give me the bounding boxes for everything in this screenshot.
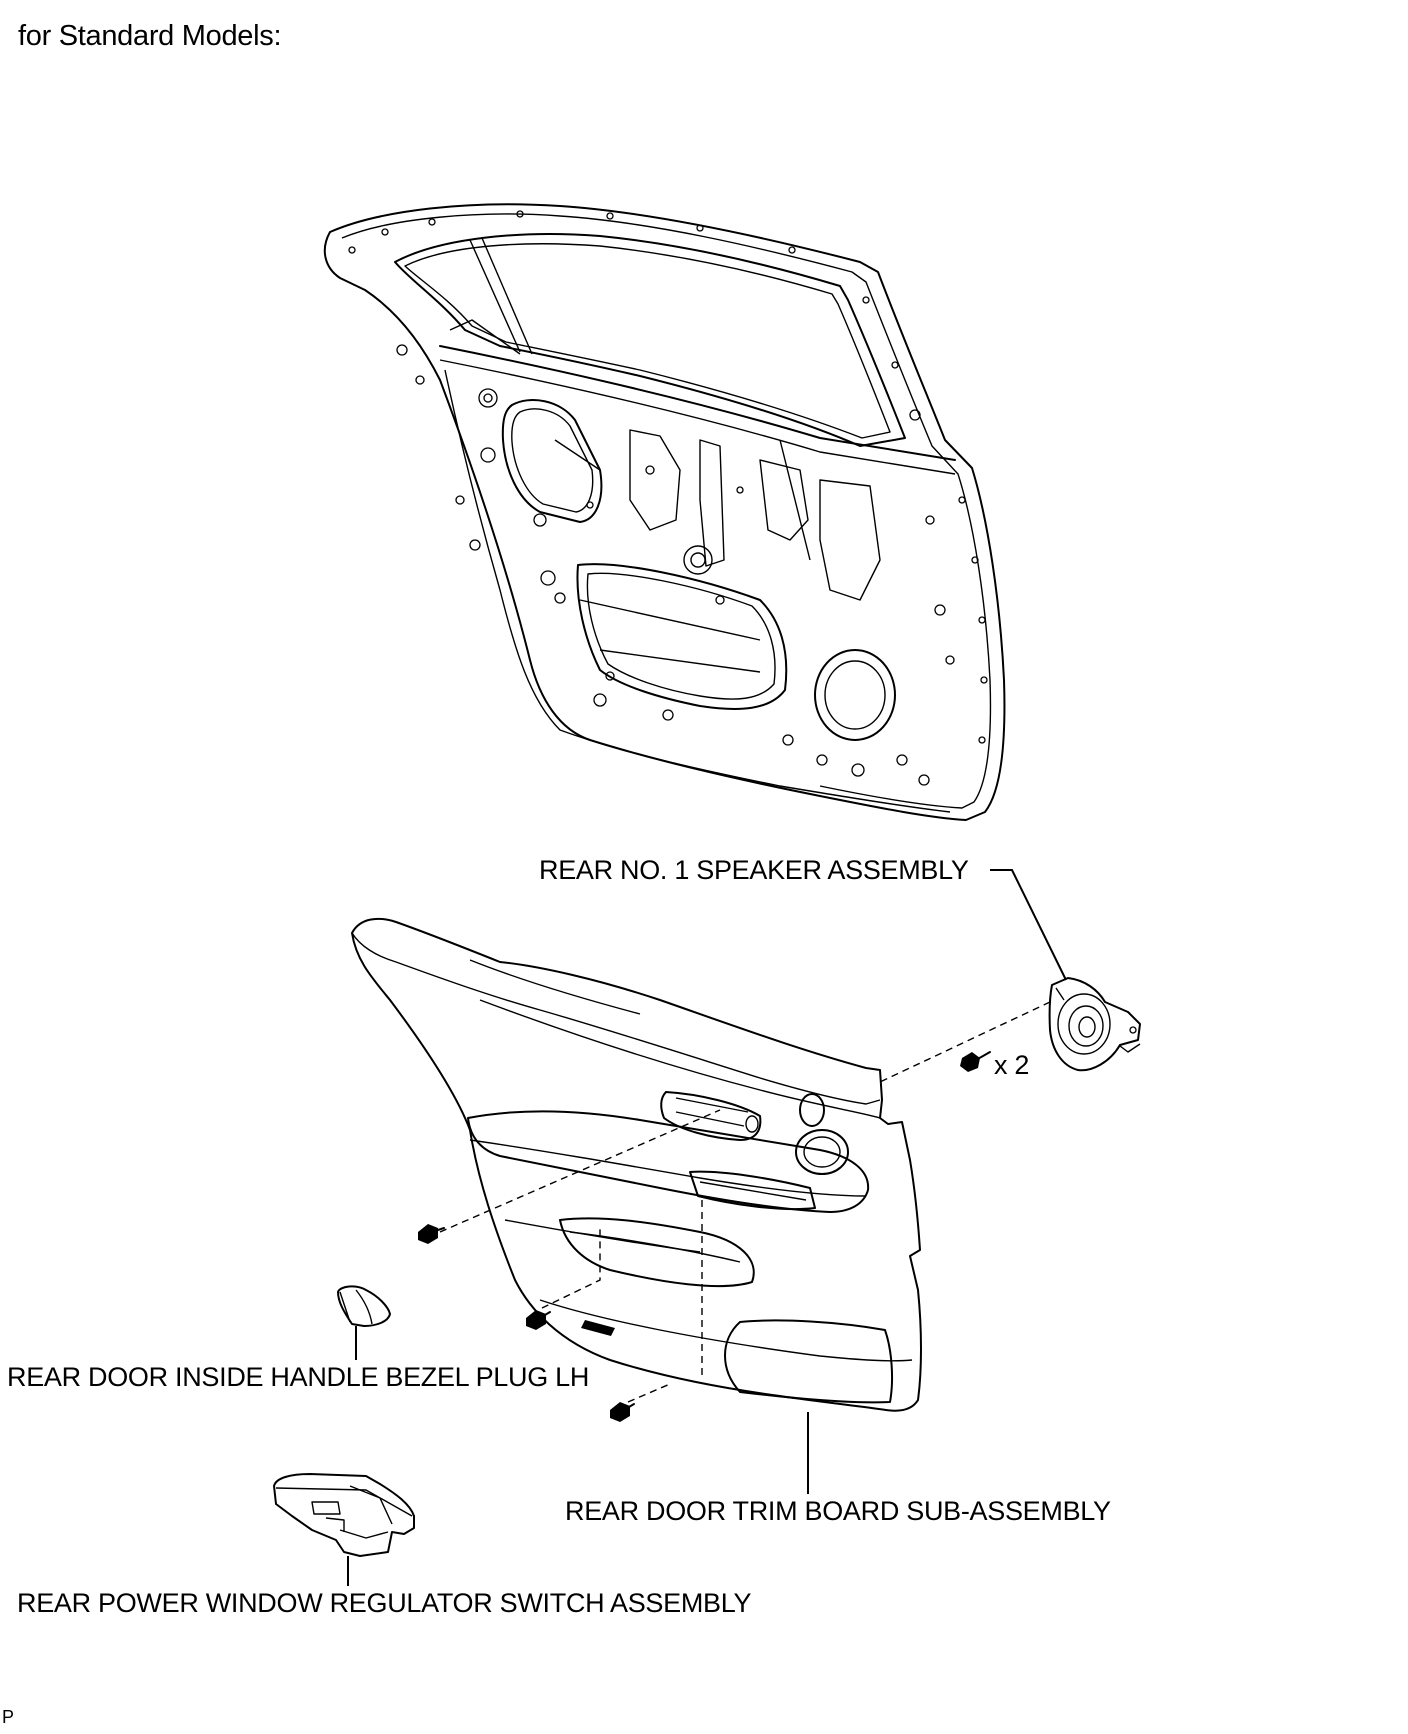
speaker-label: REAR NO. 1 SPEAKER ASSEMBLY <box>539 855 969 885</box>
window-switch-label: REAR POWER WINDOW REGULATOR SWITCH ASSEM… <box>17 1588 752 1618</box>
trim-board-label: REAR DOOR TRIM BOARD SUB-ASSEMBLY <box>565 1496 1111 1526</box>
speaker-leader-line <box>990 869 1067 981</box>
speaker-screw-icon <box>960 1051 991 1072</box>
clip-icon <box>526 1310 551 1330</box>
assembly-guide-lines <box>439 1001 1051 1403</box>
rear-door-panel <box>323 203 1006 821</box>
footer-code: P <box>2 1707 14 1727</box>
rear-door-trim-board <box>351 917 922 1412</box>
clip-icon <box>610 1402 635 1422</box>
clip-icon <box>418 1224 445 1244</box>
rear-speaker-assembly <box>1048 977 1141 1072</box>
speaker-screw-quantity: x 2 <box>994 1050 1030 1080</box>
window-switch-assembly-icon <box>273 1473 415 1557</box>
bezel-plug-label: REAR DOOR INSIDE HANDLE BEZEL PLUG LH <box>7 1362 590 1392</box>
page-heading: for Standard Models: <box>18 20 282 52</box>
bezel-plug-icon <box>337 1285 391 1327</box>
